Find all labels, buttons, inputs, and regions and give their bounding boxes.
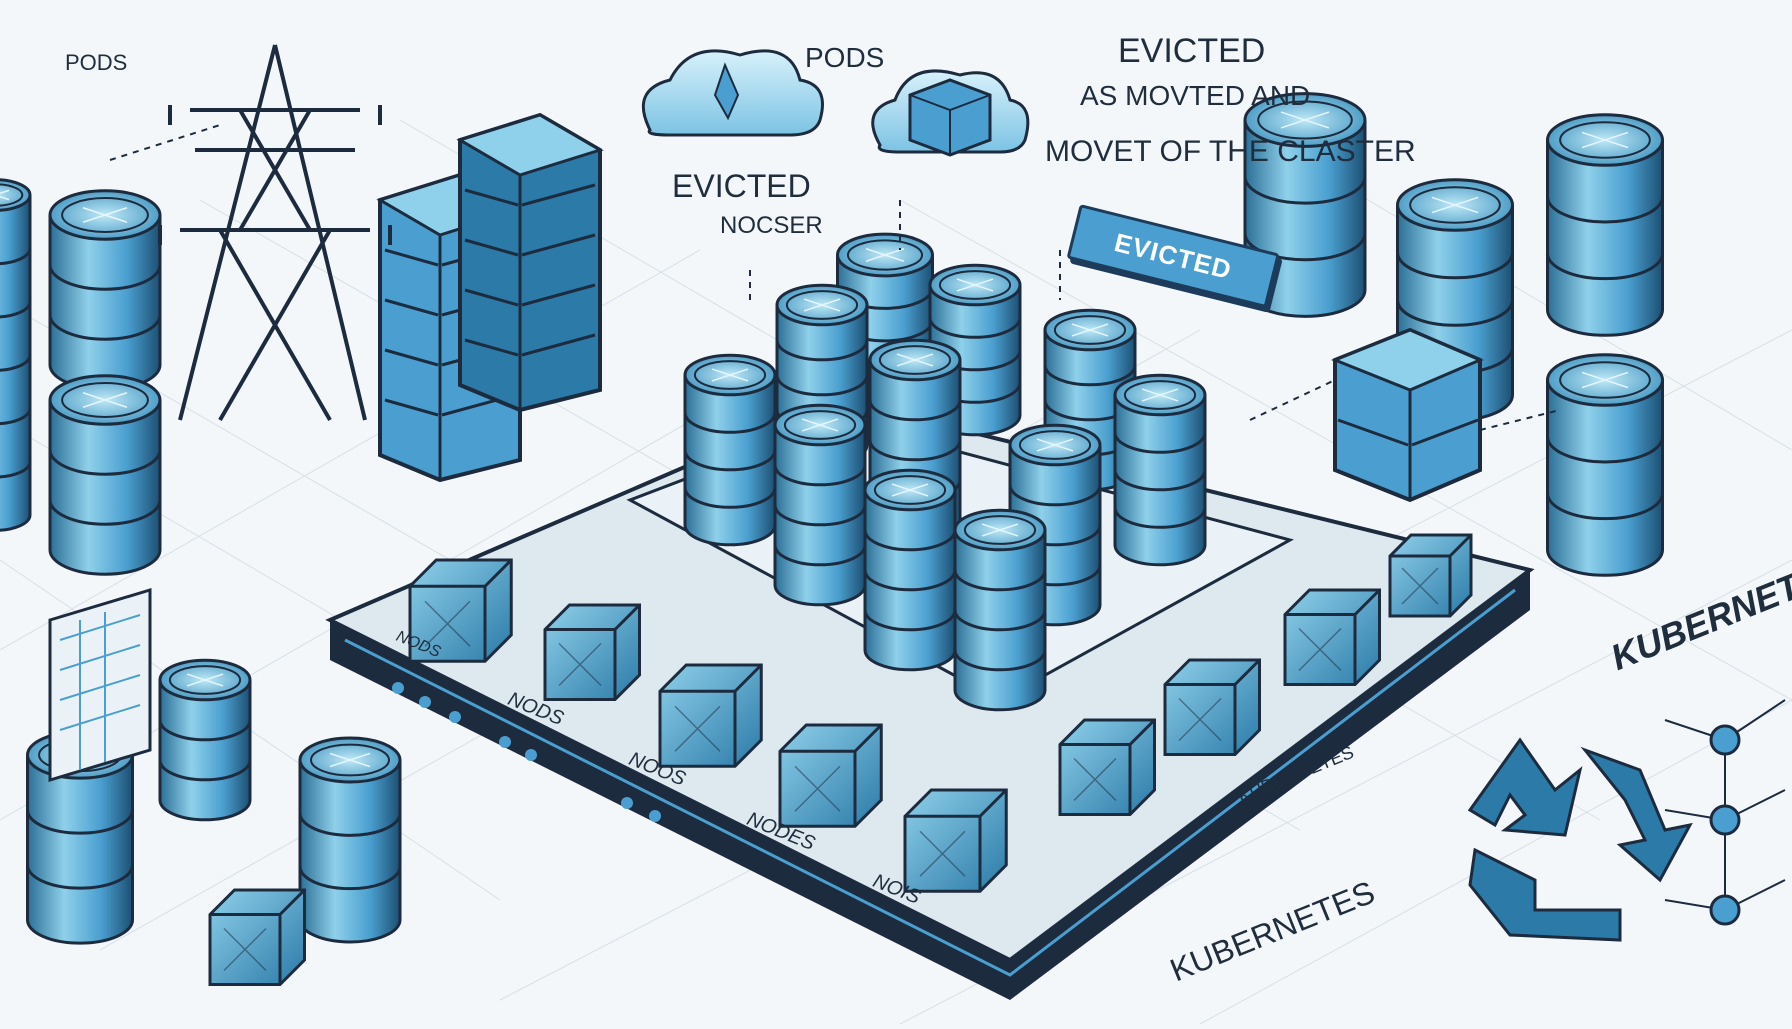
cube-icon	[1163, 658, 1261, 756]
evicted-label: EVICTED	[672, 168, 811, 204]
cube-icon	[1058, 718, 1156, 816]
movet-cluster-caption: MOVET OF THE CLASTER	[1045, 135, 1416, 168]
pod-stack	[683, 232, 1207, 712]
recycle-icon	[1467, 737, 1693, 942]
cloud-icon	[641, 49, 824, 137]
database-icon	[158, 658, 252, 822]
node-boxes	[408, 533, 1473, 893]
side-databases	[0, 92, 1664, 986]
cube-icon	[903, 788, 1008, 893]
nocser-label: NOCSER	[720, 212, 823, 239]
platform-indicator-lights	[392, 682, 661, 822]
cube-icon	[1283, 588, 1381, 686]
database-icon	[1113, 373, 1207, 567]
database-icon	[48, 374, 162, 576]
database-icon	[863, 468, 957, 672]
transmission-tower-icon	[158, 44, 392, 422]
cube-icon	[1388, 533, 1473, 618]
database-icon	[298, 736, 402, 944]
cube-icon	[658, 663, 763, 768]
cube-icon	[408, 558, 513, 663]
network-graph-icon	[1664, 699, 1786, 926]
database-icon	[48, 189, 162, 391]
server-rack-right	[1330, 327, 1484, 503]
connector-lines	[109, 124, 1561, 431]
database-icon	[773, 403, 867, 607]
database-icon	[1546, 353, 1664, 577]
database-icon	[683, 353, 777, 547]
database-icon	[0, 178, 32, 532]
pods-label-top: PODS	[805, 42, 885, 73]
database-icon	[953, 508, 1047, 712]
as-moved-caption: AS MOVTED AND	[1080, 80, 1311, 111]
cloud-with-cube-icon	[871, 69, 1030, 157]
side-panel-left	[48, 587, 152, 783]
pods-label-left: PODS	[65, 50, 128, 75]
cube-icon	[543, 603, 641, 701]
evicted-heading: EVICTED	[1118, 32, 1266, 70]
server-rack-left-2	[456, 112, 604, 413]
cube-icon	[778, 723, 883, 828]
database-icon	[1546, 113, 1664, 337]
cube-icon	[208, 888, 306, 986]
